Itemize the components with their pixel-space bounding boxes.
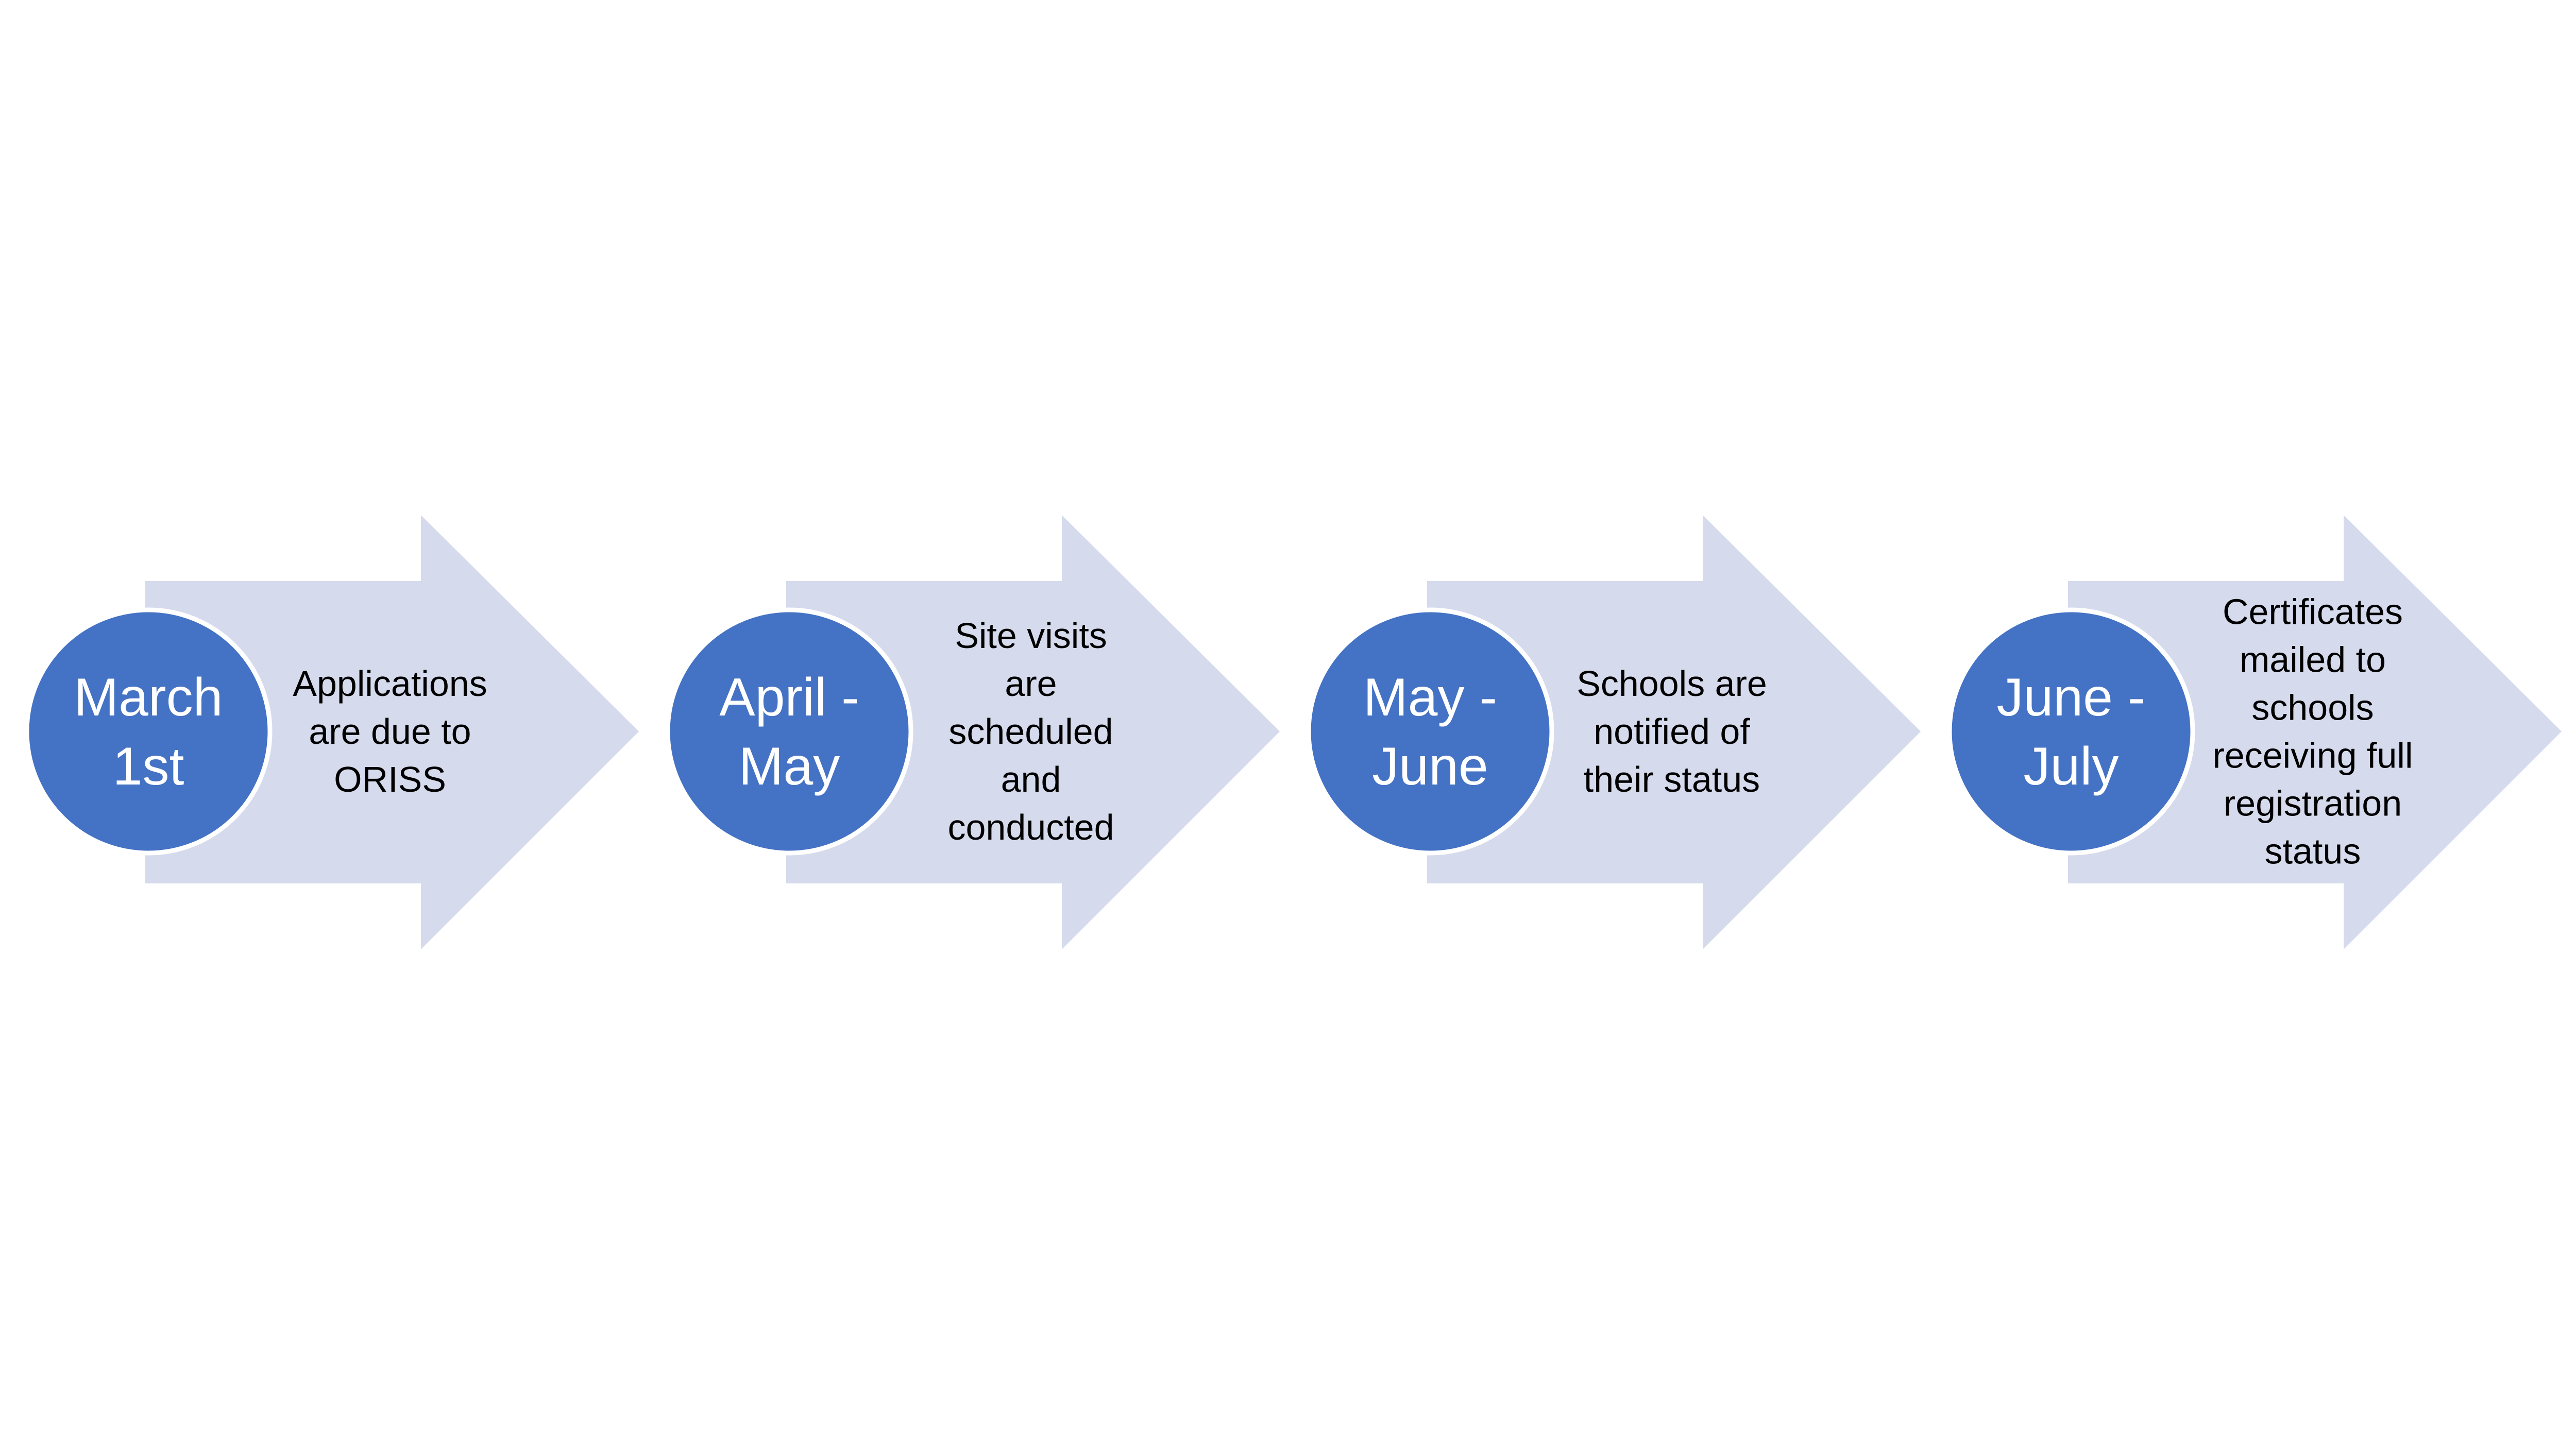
- arrow-shape: [145, 515, 639, 949]
- date-circle: [1947, 607, 2195, 856]
- date-label: March: [74, 668, 223, 727]
- timeline-step: March 1st Applications are due to ORISS: [24, 515, 639, 949]
- step-description: status: [2265, 831, 2361, 872]
- step-description: notified of: [1594, 711, 1750, 752]
- step-description: receiving full: [2212, 736, 2413, 776]
- date-label: May: [739, 737, 840, 796]
- timeline-step: June - July Certificates mailed to schools re…: [1947, 515, 2562, 949]
- step-description: are due to: [309, 711, 471, 752]
- arrow-shape: [786, 515, 1280, 949]
- date-label: June: [1372, 737, 1488, 796]
- step-description: are: [1005, 663, 1057, 704]
- date-circle: [1306, 607, 1554, 856]
- step-description: Schools are: [1577, 663, 1767, 704]
- step-description: Site visits: [955, 616, 1107, 656]
- step-description: schools: [2251, 688, 2374, 728]
- step-description: Certificates: [2223, 592, 2403, 632]
- date-label: April -: [719, 668, 859, 727]
- step-description: ORISS: [334, 759, 446, 799]
- arrow-shape: [1427, 515, 1921, 949]
- step-description: registration: [2224, 783, 2402, 824]
- date-label: June -: [1996, 668, 2145, 727]
- step-description: scheduled: [948, 711, 1113, 752]
- timeline-step: April - May Site visits are scheduled and cond…: [665, 515, 1280, 949]
- step-description: Applications: [293, 663, 487, 704]
- step-description: mailed to: [2240, 640, 2386, 680]
- step-description: conducted: [947, 807, 1114, 847]
- date-label: July: [2024, 737, 2119, 796]
- date-label: May -: [1363, 668, 1497, 727]
- step-description: their status: [1584, 759, 1760, 799]
- date-circle: [665, 607, 913, 856]
- arrow-shape: [2068, 515, 2562, 949]
- timeline-step: May - June Schools are notified of their sta…: [1306, 515, 1921, 949]
- step-description: and: [1001, 759, 1061, 799]
- date-label: 1st: [113, 737, 184, 796]
- date-circle: [24, 607, 273, 856]
